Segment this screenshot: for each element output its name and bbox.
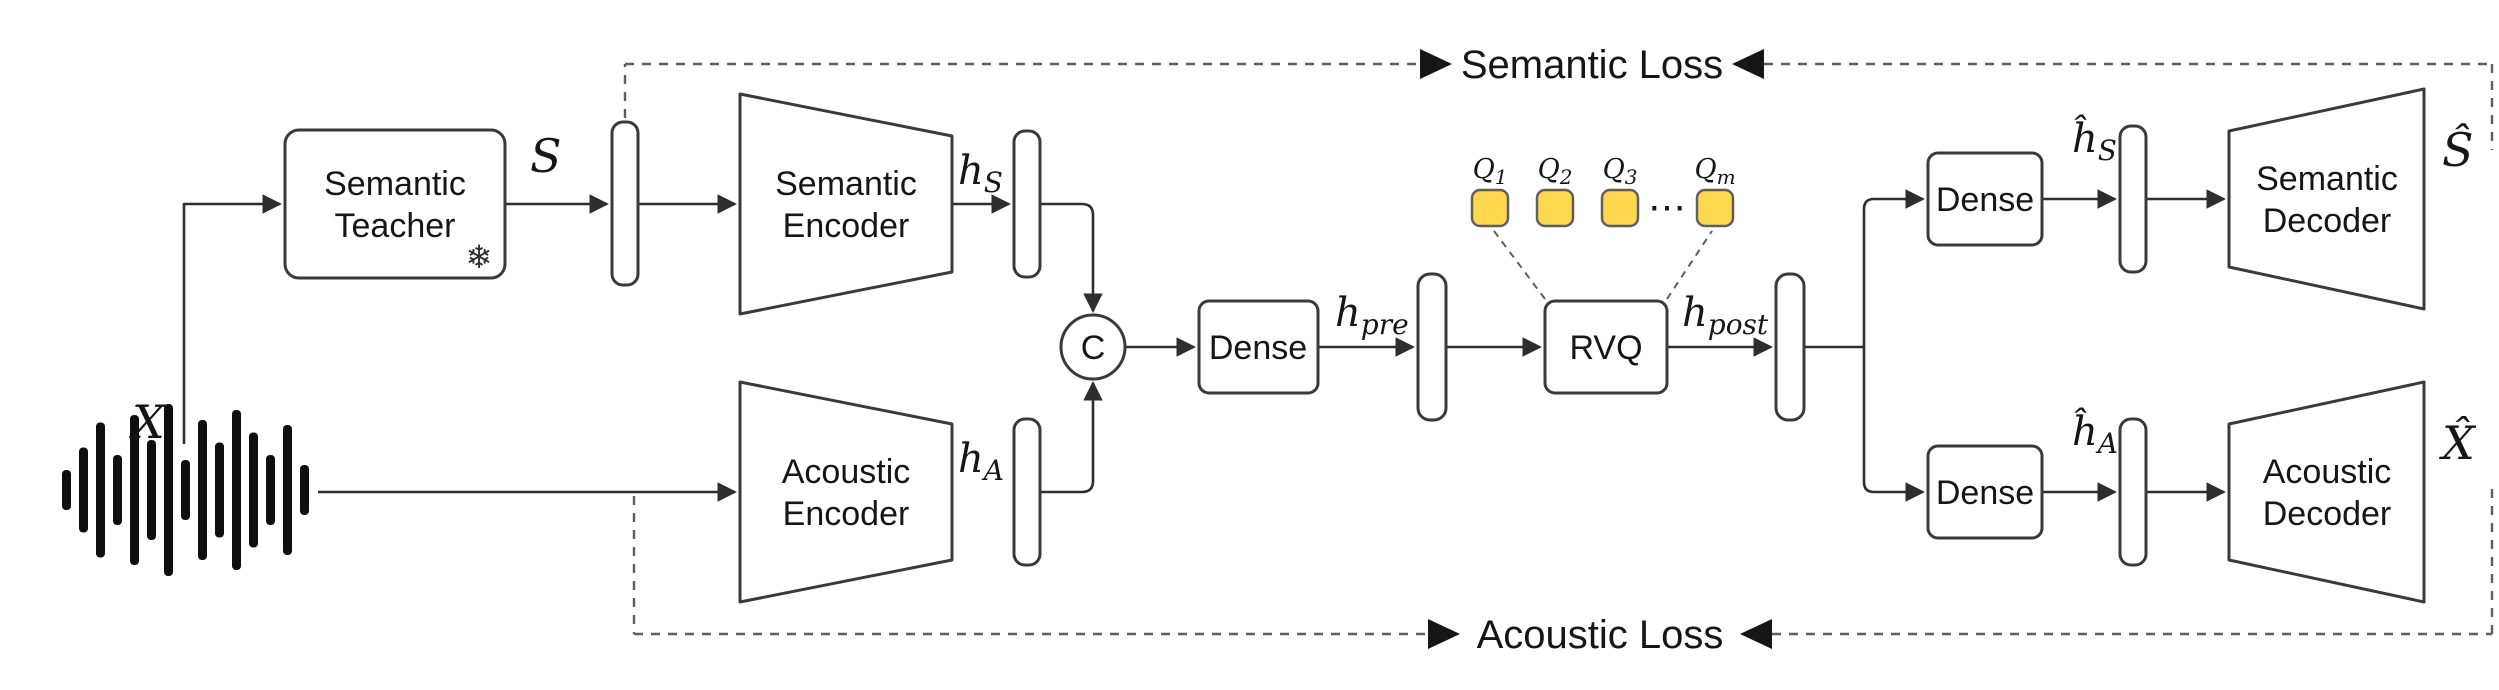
semantic-decoder-label-line1: Semantic [2256,160,2398,198]
frozen-snowflake-icon: ❄ [466,239,493,275]
semantic-loss-left-arrow-icon [1732,49,1764,79]
acoustic-loss-left-arrow-icon [1740,619,1772,649]
h-post-label: hpost [1682,290,1769,341]
branch-to-dense-semantic-connector [1862,189,1925,347]
s-feature-tensor [610,120,640,287]
semantic-loss-right-arrow-icon [1420,49,1452,79]
quantizer-m-icon [1695,188,1735,228]
q2-label: Q2 [1538,154,1573,189]
semantic-decoder-label-line2: Decoder [2263,202,2392,240]
acoustic-loss-right-arrow-icon [1428,619,1460,649]
h-pre-label: hpre [1335,290,1409,341]
quantizer-2-icon [1535,188,1575,228]
h-a-label: hA [958,436,1004,487]
h-s-label: hS [958,148,1003,199]
h-post-tensor [1774,272,1806,422]
s-feature-label: S [530,129,562,183]
semantic-encoder-label-line2: Encoder [783,207,910,245]
h-hat-a-label: ĥA [2072,408,2118,460]
acoustic-decoder-label-line1: Acoustic [2263,453,2392,491]
concat-node [1059,313,1127,381]
rvq-label: RVQ [1569,329,1642,367]
dense-acoustic-box [1926,444,2044,540]
dense-semantic-box [1926,151,2044,247]
dense-label: Dense [1209,329,1307,367]
acoustic-encoder-label-line2: Encoder [783,495,910,533]
hs-to-concat-connector [1040,202,1103,313]
acoustic-encoder-shape [738,380,954,604]
x-hat-output-label: X̂ [2439,416,2477,470]
h-hat-a-tensor [2118,417,2148,567]
h-hat-s-tensor [2118,124,2148,274]
q3-label: Q3 [1603,154,1638,189]
audio-waveform-icon [62,404,309,576]
rvq-to-qm-dashed-link [1666,230,1713,300]
acoustic-encoder-label-line1: Acoustic [782,453,911,491]
semantic-loss-label: Semantic Loss [1461,43,1723,87]
dense-box [1197,299,1320,395]
acoustic-decoder-label-line2: Decoder [2263,495,2392,533]
input-x-label: X [129,395,167,449]
acoustic-loss-label: Acoustic Loss [1477,613,1724,657]
semantic-encoder-label-line1: Semantic [775,165,917,203]
semantic-decoder-shape [2227,87,2426,311]
semantic-teacher-label-line2: Teacher [335,207,456,245]
branch-to-dense-acoustic-connector [1862,347,1925,502]
semantic-encoder-shape [738,92,954,316]
q1-label: Q1 [1473,154,1508,189]
h-hat-s-label: ĥS [2072,115,2117,167]
input-to-semantic-teacher-connector [182,194,282,444]
h-a-tensor [1012,417,1042,567]
rvq-box [1543,299,1669,395]
quantizer-ellipsis: ⋯ [1648,187,1686,229]
semantic-teacher-label-line1: Semantic [324,165,466,203]
concat-label: C [1081,329,1106,367]
rvq-to-q1-dashed-link [1493,230,1546,300]
h-s-tensor [1012,129,1042,279]
ha-to-concat-connector [1040,381,1103,494]
dense-acoustic-label: Dense [1936,474,2034,512]
qm-label: Qm [1694,154,1735,189]
quantizer-1-icon [1470,188,1510,228]
semantic-teacher-box [283,128,507,280]
quantizer-3-icon [1600,188,1640,228]
h-pre-tensor [1416,272,1448,422]
acoustic-decoder-shape [2227,380,2426,604]
s-hat-output-label: Ŝ [2442,122,2474,177]
dense-semantic-label: Dense [1936,181,2034,219]
